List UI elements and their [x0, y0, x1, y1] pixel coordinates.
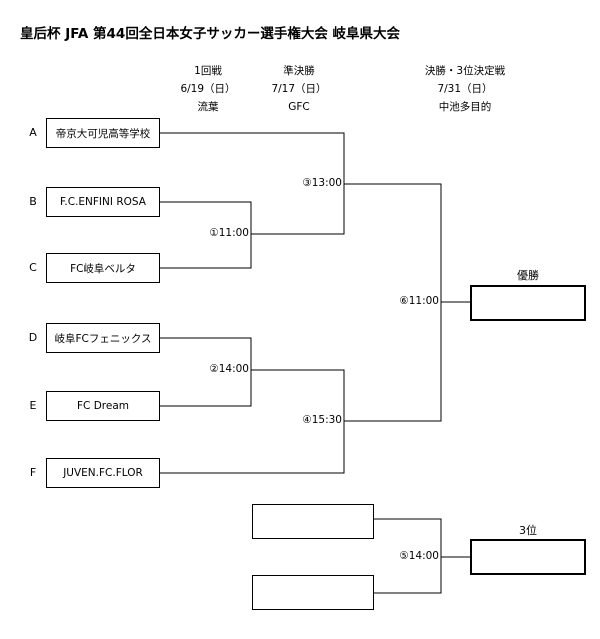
bracket-line-b — [160, 201, 252, 234]
match-4-time: ④15:30 — [302, 414, 342, 426]
champion-label: 優勝 — [517, 269, 539, 282]
round-2-header: 準決勝 7/17（日） GFC — [264, 62, 334, 116]
bracket-line-m1 — [251, 184, 345, 235]
bracket-line-3rd-top — [374, 518, 442, 557]
team-letter-c: C — [29, 261, 37, 274]
match-2-time: ②14:00 — [209, 363, 249, 375]
third-place-box — [470, 539, 586, 575]
bracket-line-m2 — [251, 369, 345, 421]
team-box-e: FC Dream — [46, 391, 160, 421]
match-6-time: ⑥11:00 — [399, 295, 439, 307]
round-final-name: 決勝・3位決定戦 — [424, 65, 506, 77]
match-1-time: ①11:00 — [209, 227, 249, 239]
bracket-line-c — [160, 234, 252, 269]
match-3-time: ③13:00 — [302, 177, 342, 189]
team-letter-d: D — [28, 331, 38, 344]
team-box-f: JUVEN.FC.FLOR — [46, 458, 160, 488]
third-place-slot-top — [252, 504, 374, 539]
team-box-c: FC岐阜ベルタ — [46, 253, 160, 283]
team-box-b: F.C.ENFINI ROSA — [46, 187, 160, 217]
round-2-date: 7/17（日） — [271, 83, 327, 95]
third-place-label: 3位 — [519, 524, 537, 537]
round-2-name: 準決勝 — [283, 65, 315, 77]
champion-box — [470, 285, 586, 321]
round-final-date: 7/31（日） — [437, 83, 493, 95]
round-final-venue: 中池多目的 — [438, 101, 492, 113]
round-final-header: 決勝・3位決定戦 7/31（日） 中池多目的 — [405, 62, 525, 116]
third-place-slot-bottom — [252, 575, 374, 610]
bracket-line-d — [160, 337, 252, 370]
team-letter-f: F — [29, 466, 37, 479]
round-1-header: 1回戦 6/19（日） 流葉 — [178, 62, 238, 116]
bracket-line-a — [160, 132, 345, 184]
bracket-line-f — [160, 421, 345, 474]
bracket-line-m3 — [344, 183, 442, 302]
round-2-venue: GFC — [288, 101, 310, 113]
round-1-venue: 流葉 — [197, 101, 219, 113]
team-letter-a: A — [29, 126, 37, 139]
team-box-a: 帝京大可児高等学校 — [46, 118, 160, 148]
bracket-line-3rd-bottom — [374, 557, 442, 594]
team-letter-b: B — [29, 195, 37, 208]
round-1-name: 1回戦 — [194, 65, 222, 77]
bracket-line-e — [160, 370, 252, 407]
round-1-date: 6/19（日） — [180, 83, 236, 95]
team-box-d: 岐阜FCフェニックス — [46, 323, 160, 353]
team-letter-e: E — [29, 399, 37, 412]
match-5-time: ⑤14:00 — [399, 550, 439, 562]
page-title: 皇后杯 JFA 第44回全日本女子サッカー選手権大会 岐阜県大会 — [20, 26, 401, 42]
bracket-line-m4 — [344, 302, 442, 422]
